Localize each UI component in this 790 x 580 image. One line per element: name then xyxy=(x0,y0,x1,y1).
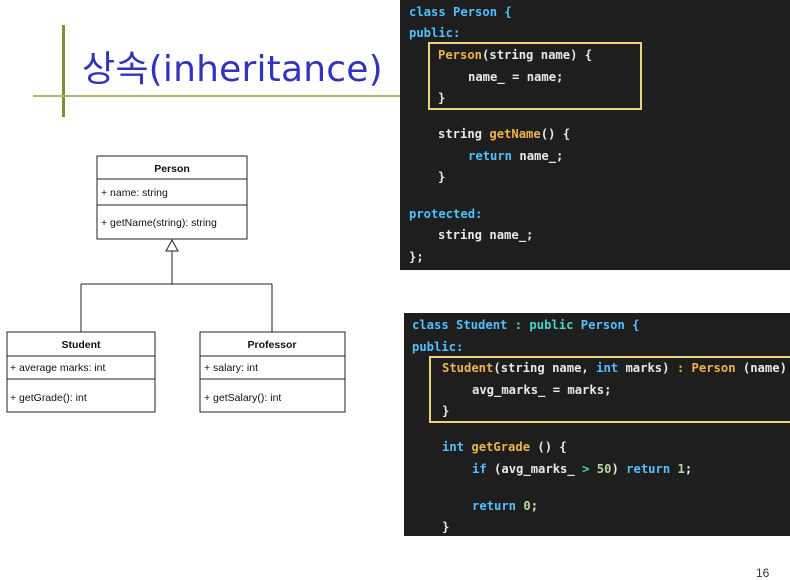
code-line: class Student : public Person { xyxy=(412,318,640,332)
code-line: }; xyxy=(409,250,424,264)
code-line: string name_; xyxy=(438,228,534,242)
code-line: public: xyxy=(412,340,464,354)
person-attribute: + name: string xyxy=(101,187,168,199)
code-line: return 0; xyxy=(472,499,539,513)
code-line: } xyxy=(442,520,450,534)
code-line: Person(string name) { xyxy=(438,48,593,62)
student-code-panel: class Student : public Person { public: … xyxy=(404,313,790,536)
page-number: 16 xyxy=(756,566,770,580)
code-line: return name_; xyxy=(468,149,564,163)
code-line: if (avg_marks_ > 50) return 1; xyxy=(472,462,693,476)
code-line: avg_marks_ = marks; xyxy=(472,383,612,397)
uml-class-diagram: Person + name: string + getName(string):… xyxy=(6,155,346,413)
code-line: public: xyxy=(409,26,461,40)
code-line: } xyxy=(438,170,446,184)
person-code-panel: class Person { public: Person(string nam… xyxy=(400,0,790,270)
title-accent-bar xyxy=(62,25,65,117)
student-attribute: + average marks: int xyxy=(10,362,106,374)
constructor-highlight-box xyxy=(428,42,642,110)
slide-title: 상속(inheritance) xyxy=(82,49,383,90)
person-class-name: Person xyxy=(154,163,190,175)
student-method: + getGrade(): int xyxy=(10,392,87,404)
person-method: + getName(string): string xyxy=(101,217,217,229)
title-underline xyxy=(33,95,410,97)
professor-class-name: Professor xyxy=(247,339,296,351)
professor-class-box: Professor + salary: int + getSalary(): i… xyxy=(199,331,346,413)
professor-attribute: + salary: int xyxy=(204,362,258,374)
person-class-box: Person + name: string + getName(string):… xyxy=(96,155,248,240)
inheritance-connector xyxy=(80,238,273,332)
code-line: name_ = name; xyxy=(468,70,564,84)
code-line: class Person { xyxy=(409,5,512,19)
code-line: Student(string name, int marks) : Person… xyxy=(442,361,787,375)
student-class-box: Student + average marks: int + getGrade(… xyxy=(6,331,156,413)
professor-method: + getSalary(): int xyxy=(204,392,281,404)
code-line: } xyxy=(442,404,450,418)
constructor-highlight-box xyxy=(429,356,790,423)
inheritance-arrowhead xyxy=(165,238,179,252)
student-class-name: Student xyxy=(61,339,101,351)
code-line: } xyxy=(438,91,446,105)
code-line: string getName() { xyxy=(438,127,571,141)
code-line: int getGrade () { xyxy=(442,440,567,454)
code-line: protected: xyxy=(409,207,483,221)
